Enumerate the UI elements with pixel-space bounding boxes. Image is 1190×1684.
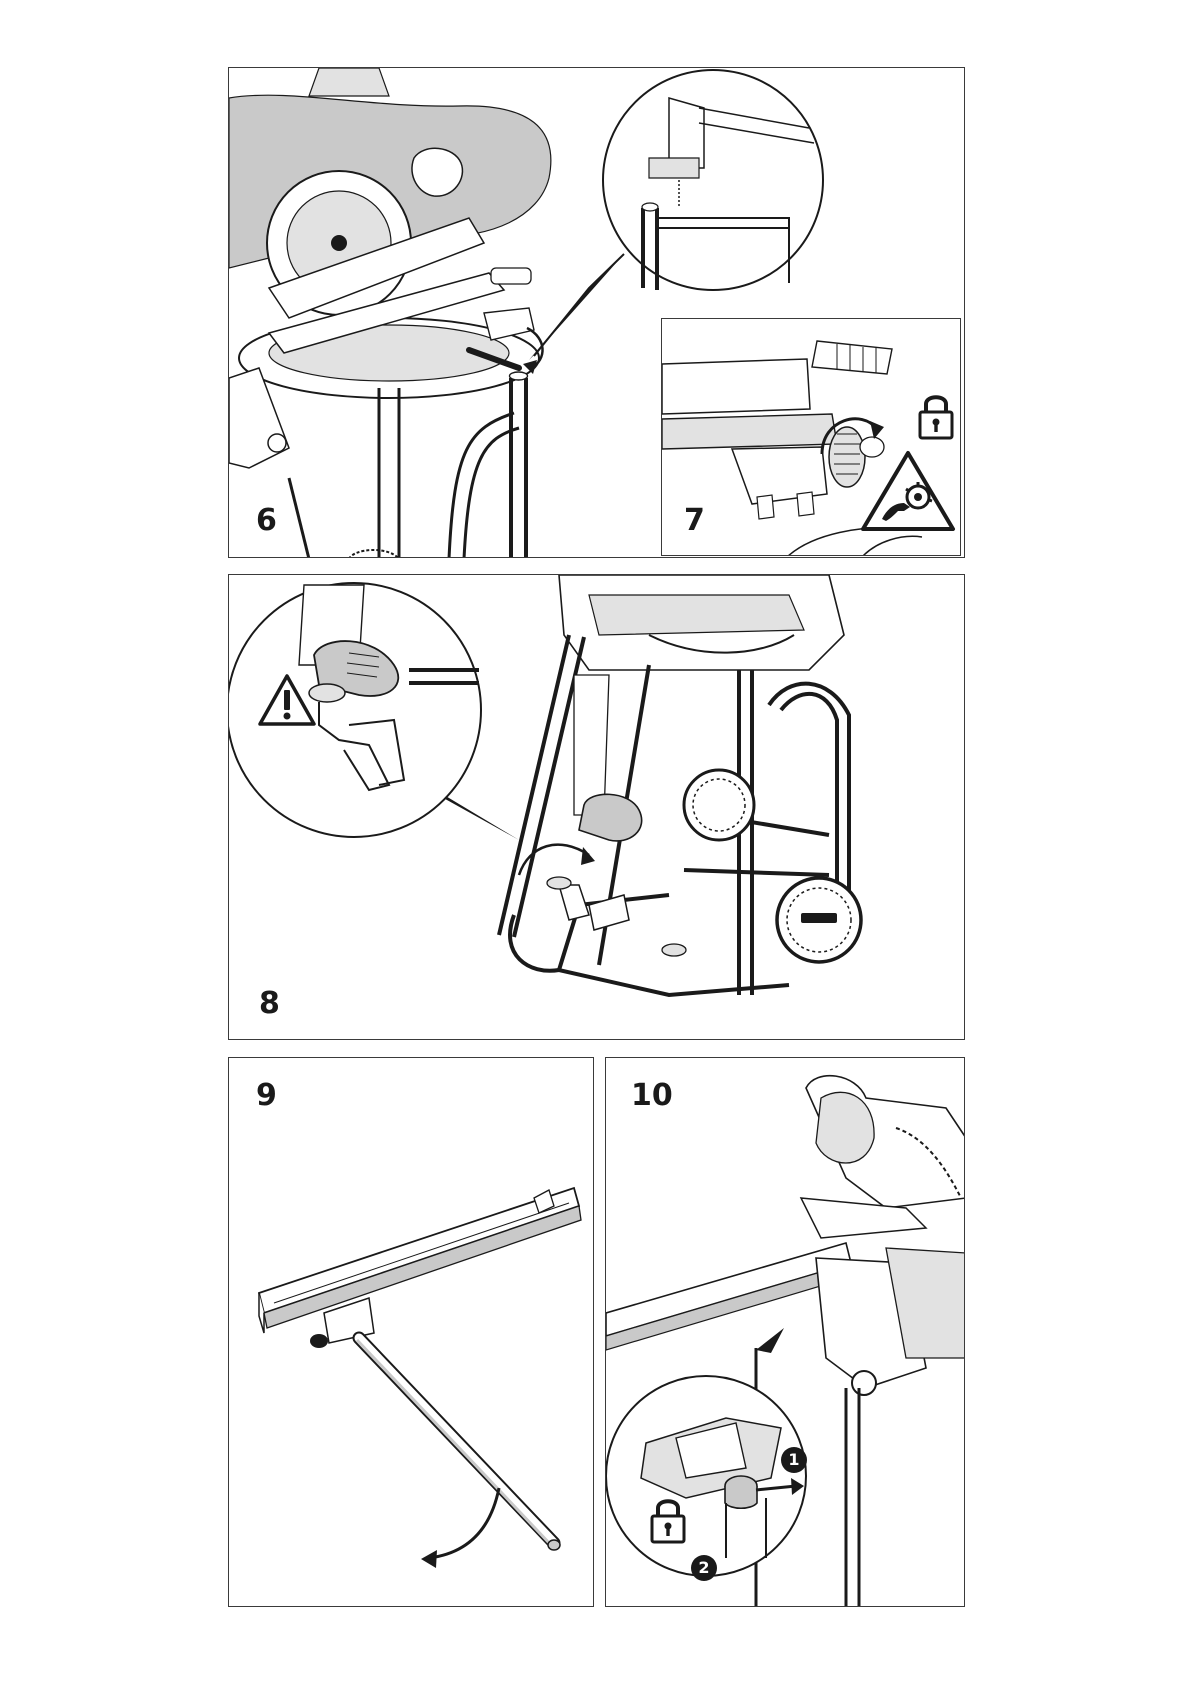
step-2-badge: 2 [691,1555,717,1581]
step-1-badge: 1 [781,1447,807,1473]
lock-icon [649,1495,687,1545]
figure-8-illustration [229,575,965,1040]
hand-entanglement-hazard-icon [860,449,956,533]
figure-9-panel: 9 [228,1057,594,1607]
figure-7-inset: 7 [661,318,961,556]
figure-number-9: 9 [256,1081,277,1111]
figure-8-panel: 8 [228,574,965,1040]
figure-number-6: 6 [256,506,277,536]
lock-icon [917,391,955,441]
figure-number-10: 10 [631,1081,673,1111]
figure-number-8: 8 [259,989,280,1019]
figure-9-illustration [229,1058,594,1607]
warning-triangle-icon [256,672,318,728]
figure-number-7: 7 [684,506,705,536]
figure-10-panel: 1 2 10 [605,1057,965,1607]
figure-6-panel: 6 [228,67,965,558]
